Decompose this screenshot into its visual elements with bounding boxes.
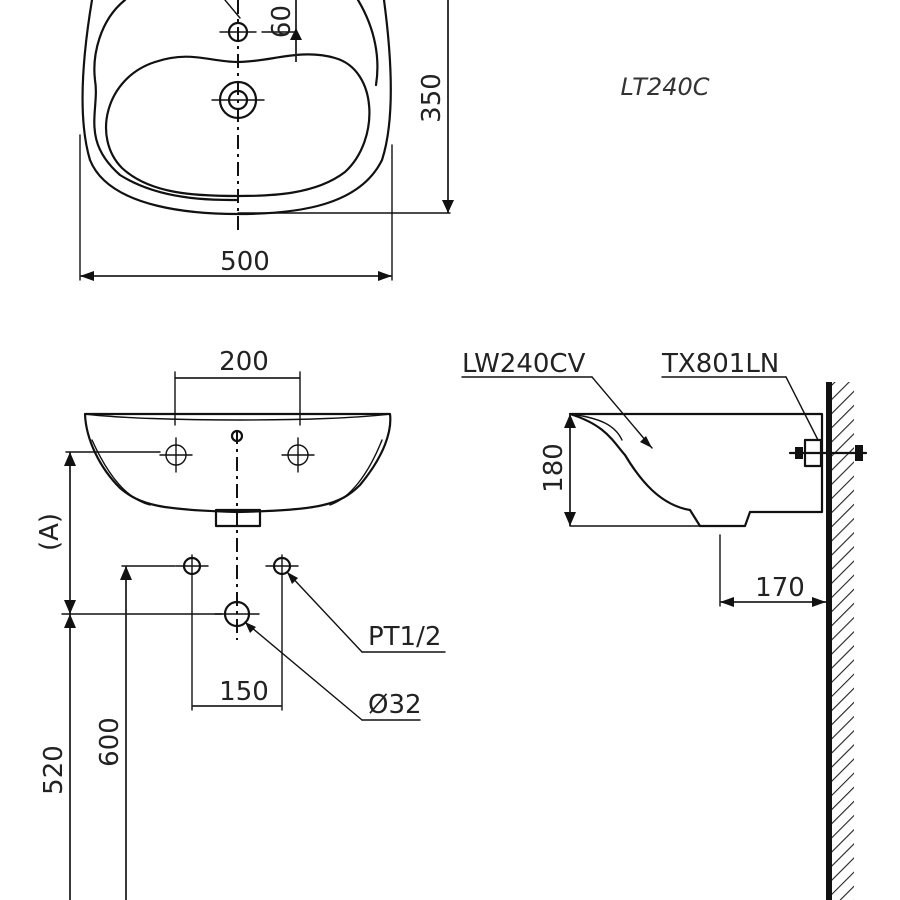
basin-bowl	[105, 53, 371, 198]
wall-bracket	[788, 438, 868, 468]
a-arrow-bottom	[64, 600, 76, 614]
width-arrow-right	[378, 271, 392, 281]
basin-inner-rim	[93, 0, 240, 202]
basin-height-arrow-bottom	[564, 512, 576, 526]
drain-offset-label: 170	[755, 573, 805, 603]
tap-leader	[224, 0, 241, 19]
drain-offset-arrow-left	[720, 597, 734, 607]
basin-height-arrow-top	[564, 414, 576, 428]
depth-label: 350	[417, 73, 447, 123]
width-arrow-left	[80, 271, 94, 281]
basin-code-arrow	[640, 436, 652, 448]
supply-height-arrow	[120, 566, 132, 580]
drain-leader	[244, 621, 363, 721]
drain-leader-arrow	[245, 622, 256, 633]
supply-thread-label: PT1/2	[368, 622, 441, 652]
thread-leader-arrow	[287, 572, 298, 584]
bracket-code-leader	[785, 376, 819, 441]
hole-offset-label: 60	[267, 5, 297, 38]
basin-outer-rim	[81, 0, 392, 216]
supply-height-label: 600	[95, 717, 125, 767]
rim-height-arrow	[64, 452, 76, 466]
front-drain-outlet	[214, 508, 262, 528]
wall-hatching	[832, 382, 854, 900]
front-basin-shadow-right	[329, 439, 383, 506]
tap-spacing-label: 200	[219, 347, 269, 377]
side-basin-inner	[569, 413, 623, 441]
supply-fitting-left	[175, 554, 209, 711]
supply-fitting-right	[265, 554, 299, 711]
front-tap-right	[281, 437, 315, 473]
front-basin-rim	[84, 413, 391, 421]
rim-height-label: 520	[39, 745, 69, 795]
wall-line	[826, 382, 832, 900]
drain-offset-arrow-right	[812, 597, 826, 607]
basin-right-rim	[356, 0, 379, 87]
rim-arrow-mid	[64, 614, 76, 628]
height-a-label: (A)	[35, 513, 65, 551]
model-label: LT240C	[621, 73, 710, 101]
thread-leader	[286, 571, 363, 653]
supply-spacing-label: 150	[219, 677, 269, 707]
offset-arrow	[290, 28, 302, 40]
front-basin-shadow-left	[91, 439, 151, 506]
basin-code-label: LW240CV	[462, 349, 586, 379]
front-view: 200	[35, 347, 446, 900]
bracket-code-label: TX801LN	[661, 349, 779, 379]
basin-height-label: 180	[539, 443, 569, 493]
front-basin-body	[83, 412, 392, 514]
front-tap-left	[159, 437, 193, 473]
width-label: 500	[220, 247, 270, 277]
side-basin-profile	[568, 412, 824, 528]
top-view: 60 350 500 LT240C	[79, 0, 710, 281]
side-view: 180 170 LW240CV TX801LN	[461, 349, 868, 900]
basin-code-leader	[591, 376, 653, 449]
drain-diameter-label: Ø32	[368, 690, 422, 720]
depth-arrow	[442, 200, 454, 213]
